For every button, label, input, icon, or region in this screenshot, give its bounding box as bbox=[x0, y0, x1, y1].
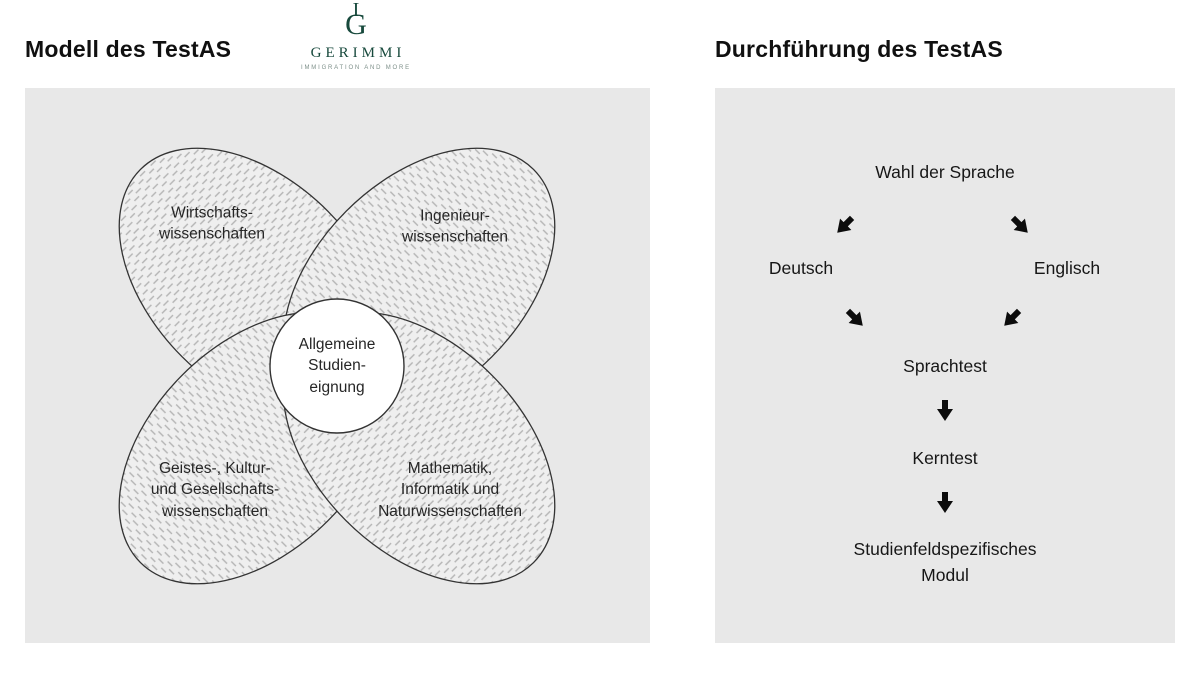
arrow-deutsch-to-sprachtest-icon bbox=[843, 306, 867, 330]
arrow-to-deutsch-icon bbox=[833, 213, 857, 237]
left-panel-title: Modell des TestAS bbox=[25, 36, 232, 62]
venn-center-circle bbox=[269, 298, 405, 434]
flow-start: Wahl der Sprache bbox=[875, 161, 1015, 182]
durchfuehrung-panel: Wahl der Sprache Deutsch Englisch Sprach… bbox=[715, 88, 1175, 643]
logo-name: GERIMMI bbox=[310, 45, 406, 61]
venn-label-center: Allgemeine Studien- eignung bbox=[298, 335, 376, 396]
venn-label-bottom-right: Mathematik, Informatik und Naturwissensc… bbox=[378, 459, 522, 520]
flow-option-deutsch: Deutsch bbox=[768, 257, 834, 278]
logo-monogram-g: G bbox=[345, 8, 367, 41]
modell-panel: Wirtschafts- wissenschaften Ingenieur- w… bbox=[25, 88, 650, 643]
arrow-to-modul-icon bbox=[933, 490, 957, 514]
logo-monogram-icon: G I bbox=[300, 0, 412, 44]
flow-option-englisch: Englisch bbox=[1033, 257, 1101, 278]
venn-label-top-left: Wirtschafts- wissenschaften bbox=[159, 204, 265, 243]
venn-label-bottom-left: Geistes-, Kultur- und Gesellschafts- wis… bbox=[150, 459, 280, 520]
right-panel-title: Durchführung des TestAS bbox=[715, 36, 1003, 62]
arrow-to-kerntest-icon bbox=[933, 398, 957, 422]
arrow-englisch-to-sprachtest-icon bbox=[1000, 306, 1024, 330]
flow-sprachtest: Sprachtest bbox=[903, 355, 987, 376]
flow-kerntest: Kerntest bbox=[912, 447, 978, 468]
arrow-to-englisch-icon bbox=[1008, 213, 1032, 237]
gerimmi-logo: G I GERIMMI IMMIGRATION AND MORE bbox=[300, 0, 412, 71]
logo-tagline: IMMIGRATION AND MORE bbox=[301, 65, 411, 71]
venn-diagram bbox=[118, 147, 556, 585]
flow-modul: Studienfeldspezifisches Modul bbox=[853, 538, 1037, 585]
venn-label-top-right: Ingenieur- wissenschaften bbox=[402, 207, 508, 246]
logo-monogram-i: I bbox=[352, 0, 360, 21]
